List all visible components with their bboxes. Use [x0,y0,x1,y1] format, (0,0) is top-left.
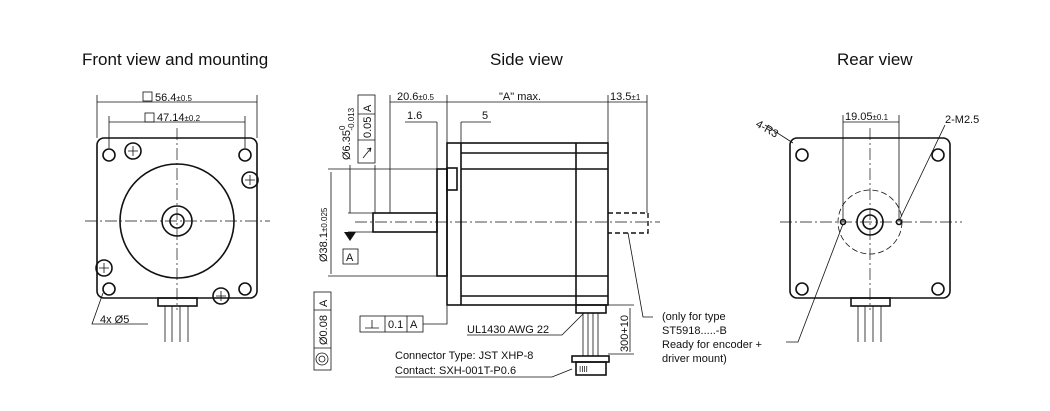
front-view: 56.4±0.5 47.14±0.2 4x Ø5 [85,91,270,342]
connector-label: Connector Type: JST XHP-8 [395,350,533,362]
corner-radius: 4-R3 [754,118,781,140]
datum-a: A [346,252,354,264]
body-length-dim: "A" max. [499,91,541,103]
svg-text:IIII: IIII [579,365,588,374]
rear-shaft-dim: 13.5±1 [610,91,641,103]
svg-text:Ready for encoder +: Ready for encoder + [662,339,762,351]
svg-text:driver mount): driver mount) [662,353,727,365]
rear-view-title: Rear view [837,50,913,69]
front-inner-dim: 47.14±0.2 [157,112,201,124]
rear-view: 19.05±0.1 4-R3 2-M2.5 [754,111,979,343]
perpendicularity-frame: 0.1 A [359,306,448,333]
cable-length: 300+10 [619,315,631,352]
shaft-diameter: Ø6.350-0.013 [338,107,356,160]
svg-text:A: A [318,299,330,307]
rear-hole-spacing: 19.05±0.1 [845,111,889,123]
front-outer-dim: 56.4±0.5 [155,92,192,104]
shaft-length-dim: 20.6±0.5 [397,91,434,103]
svg-text:0.1: 0.1 [388,319,403,331]
concentricity-frame: A Ø0.08 [313,291,332,371]
svg-text:0.05: 0.05 [362,117,374,138]
svg-text:A: A [362,104,374,112]
flange-dim: 1.6 [407,110,422,122]
front-view-title: Front view and mounting [82,50,268,69]
side-view-title: Side view [490,50,563,69]
svg-text:ST5918.....-B: ST5918.....-B [662,325,727,337]
pilot-diameter: Ø38.1±0.025 [318,207,330,262]
mounting-holes [102,148,252,296]
cable-label: UL1430 AWG 22 [467,324,549,336]
runout-frame: A 0.05 [357,94,376,164]
thread-label: 2-M2.5 [945,114,979,126]
front-holes-label: 4x Ø5 [100,314,129,326]
svg-text:A: A [410,319,418,331]
svg-text:(only for type: (only for type [662,311,726,323]
encoder-note: (only for type ST5918.....-B Ready for e… [662,311,762,365]
svg-text:Ø0.08: Ø0.08 [318,315,330,345]
screws [95,142,259,305]
side-view: IIII 20.6±0.5 "A" max. 13.5±1 1.6 5 Ø6.3… [313,91,762,378]
contact-label: Contact: SXH-001T-P0.6 [395,365,516,377]
pilot-dim: 5 [482,110,488,122]
